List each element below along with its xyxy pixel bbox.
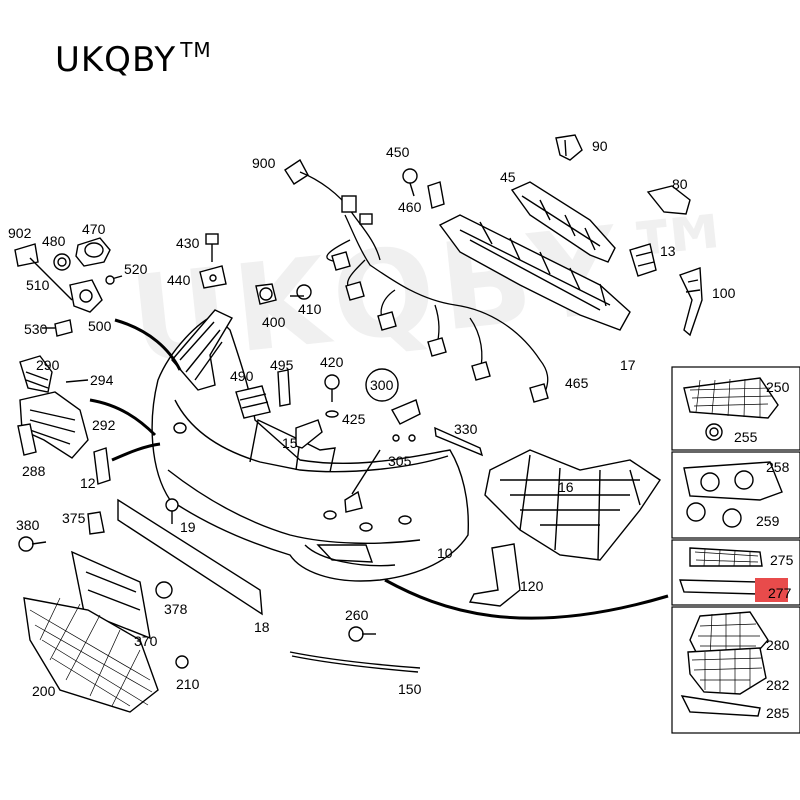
callout-210: 210 (176, 676, 200, 692)
callout-90: 90 (592, 138, 608, 154)
callout-292: 292 (92, 417, 116, 433)
callout-200: 200 (32, 683, 56, 699)
callout-288: 288 (22, 463, 46, 479)
lower-bracket-120 (468, 543, 521, 607)
callout-15: 15 (282, 435, 298, 451)
lower-fasteners (175, 626, 421, 673)
screw-and-nut (402, 168, 445, 209)
callout-13: 13 (660, 243, 676, 259)
callout-285: 285 (766, 705, 790, 721)
lower-grille-200 (23, 597, 159, 713)
callout-400: 400 (262, 314, 286, 330)
callout-45: 45 (500, 169, 516, 185)
callout-150: 150 (398, 681, 422, 697)
callout-425: 425 (342, 411, 366, 427)
callout-12: 12 (80, 475, 96, 491)
callout-80: 80 (672, 176, 688, 192)
callout-490: 490 (230, 368, 254, 384)
callout-250: 250 (766, 379, 790, 395)
callout-900: 900 (252, 155, 276, 171)
callout-labels: 902 480 470 510 520 530 500 430 440 400 … (8, 138, 794, 721)
callout-260: 260 (345, 607, 369, 623)
callout-480: 480 (42, 233, 66, 249)
callout-378: 378 (164, 601, 188, 617)
callout-420: 420 (320, 354, 344, 370)
tow-hook-cover-detail (351, 368, 484, 495)
left-side-brackets (17, 355, 111, 485)
callout-380: 380 (16, 517, 40, 533)
upper-left-bracket (171, 309, 233, 391)
callout-275: 275 (770, 552, 794, 568)
callout-410: 410 (298, 301, 322, 317)
callout-300: 300 (370, 377, 394, 393)
small-brackets (555, 134, 703, 337)
callout-495: 495 (270, 357, 294, 373)
callout-290: 290 (36, 357, 60, 373)
callout-18: 18 (254, 619, 270, 635)
callout-294: 294 (90, 372, 114, 388)
front-bumper-cover (151, 314, 470, 582)
callout-530: 530 (24, 321, 48, 337)
callout-460: 460 (398, 199, 422, 215)
sensor-cluster (14, 237, 123, 337)
callout-440: 440 (167, 272, 191, 288)
callout-465: 465 (565, 375, 589, 391)
callout-330: 330 (454, 421, 478, 437)
callout-520: 520 (124, 261, 148, 277)
callout-17: 17 (620, 357, 636, 373)
support-bracket-16 (484, 449, 661, 561)
trademark-mark: TM (180, 38, 212, 62)
callout-370: 370 (134, 633, 158, 649)
callout-280: 280 (766, 637, 790, 653)
callout-277: 277 (768, 585, 792, 601)
leader-arrows (89, 318, 669, 620)
callout-19: 19 (180, 519, 196, 535)
lower-left-parts (18, 498, 263, 640)
callout-255: 255 (734, 429, 758, 445)
fasteners-upper (199, 233, 312, 305)
grille-variant-panels (671, 366, 800, 734)
callout-450: 450 (386, 144, 410, 160)
callout-470: 470 (82, 221, 106, 237)
highlight-box (755, 578, 788, 602)
wiring-harness (284, 158, 549, 403)
callout-259: 259 (756, 513, 780, 529)
callout-375: 375 (62, 510, 86, 526)
callout-510: 510 (26, 277, 50, 293)
bumper-mounting-rail (438, 181, 631, 331)
callout-430: 430 (176, 235, 200, 251)
center-module-parts (235, 369, 340, 449)
callout-305: 305 (388, 453, 412, 469)
callout-16: 16 (558, 479, 574, 495)
callout-902: 902 (8, 225, 32, 241)
brand-name: UKQBY (55, 40, 177, 80)
callout-500: 500 (88, 318, 112, 334)
callout-282: 282 (766, 677, 790, 693)
callout-120: 120 (520, 578, 544, 594)
callout-100: 100 (712, 285, 736, 301)
callout-258: 258 (766, 459, 790, 475)
callout-10: 10 (437, 545, 453, 561)
